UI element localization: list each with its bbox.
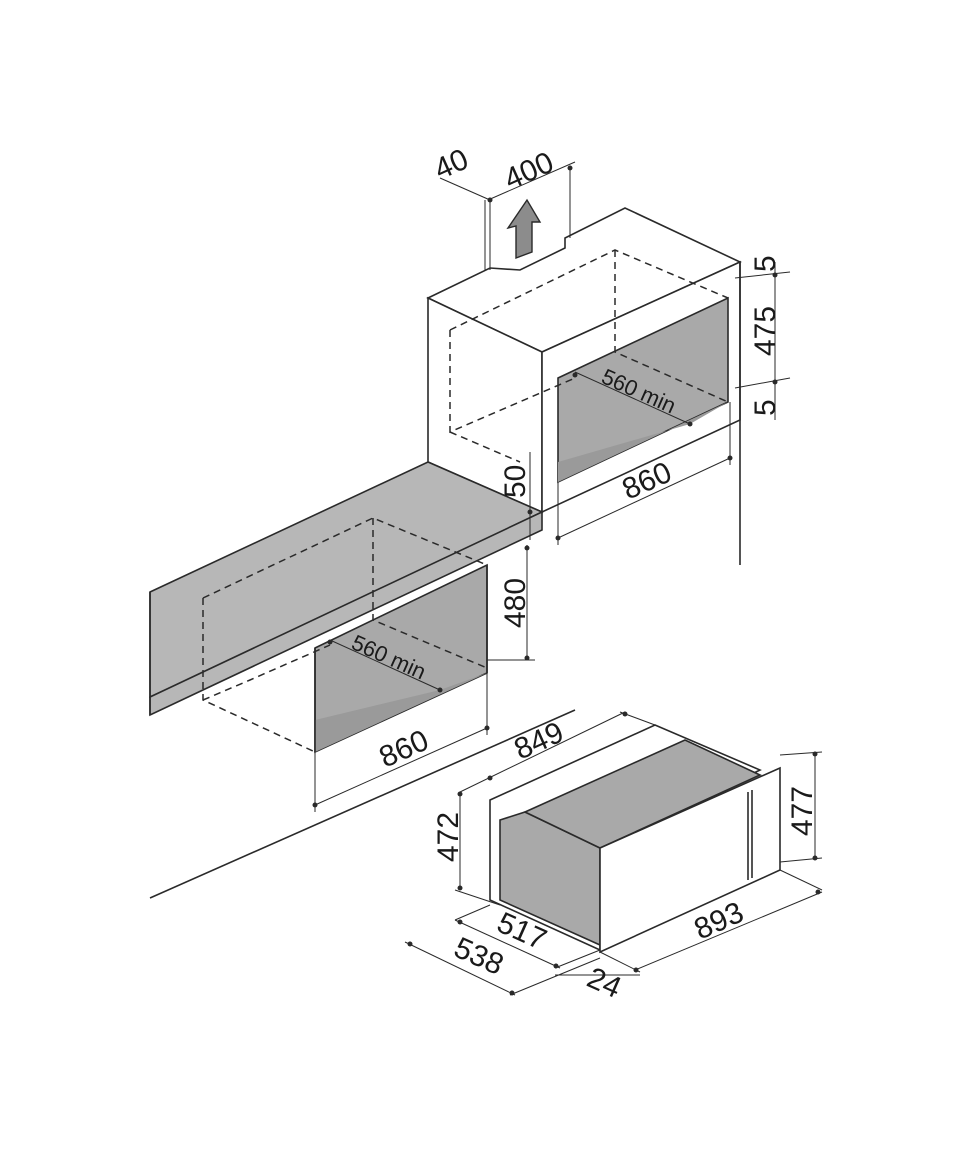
dim-appliance-height-front [779, 751, 823, 863]
dim-appliance-height-body [454, 791, 501, 906]
dim-lower-width [312, 673, 490, 812]
appliance-body-top [523, 739, 762, 849]
dim-appliance-depth [404, 904, 640, 996]
dim-top [439, 161, 576, 270]
vent-arrow-icon [506, 198, 542, 260]
dim-lower-height [487, 545, 535, 661]
dim-worktop-gap [527, 452, 533, 540]
dim-label-top-vent: 400 [499, 146, 558, 197]
dim-appliance-width-body [459, 711, 656, 793]
dim-label-appliance-front-thickness: 24 [582, 961, 626, 1005]
worktop [149, 461, 544, 717]
dim-label-upper-gap-top: 5 [749, 255, 782, 272]
dim-upper-right [734, 262, 791, 420]
dim-label-lower-width: 860 [374, 724, 433, 775]
lower-cavity-floor [315, 673, 487, 752]
dim-label-worktop-gap: 50 [499, 465, 532, 498]
dim-appliance-width-front [599, 869, 823, 973]
dim-label-upper-gap-bottom: 5 [749, 399, 782, 416]
dim-upper-width [555, 402, 733, 545]
dim-label-appliance-width-body: 849 [509, 716, 568, 767]
dim-label-upper-height: 475 [749, 306, 782, 356]
dim-label-top-gap: 40 [429, 143, 473, 187]
dim-label-lower-height: 480 [499, 578, 532, 628]
dim-label-appliance-height-front: 477 [786, 786, 819, 836]
upper-cabinet [426, 198, 742, 514]
dim-label-appliance-height-body: 472 [432, 812, 465, 862]
